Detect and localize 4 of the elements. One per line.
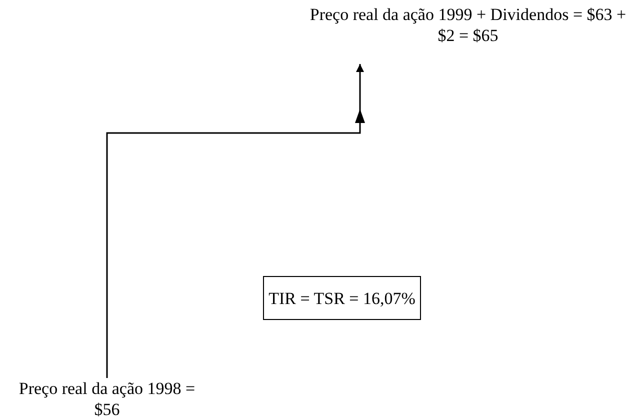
arrow <box>106 64 365 378</box>
price-text: Preço real da ação 1999 + Dividendos = $63 + $2 = $65 <box>300 4 636 48</box>
result-box: TIR = TSR = 16,07% <box>263 276 421 320</box>
price-text: Preço real da ação 1998 = $56 <box>12 378 202 420</box>
